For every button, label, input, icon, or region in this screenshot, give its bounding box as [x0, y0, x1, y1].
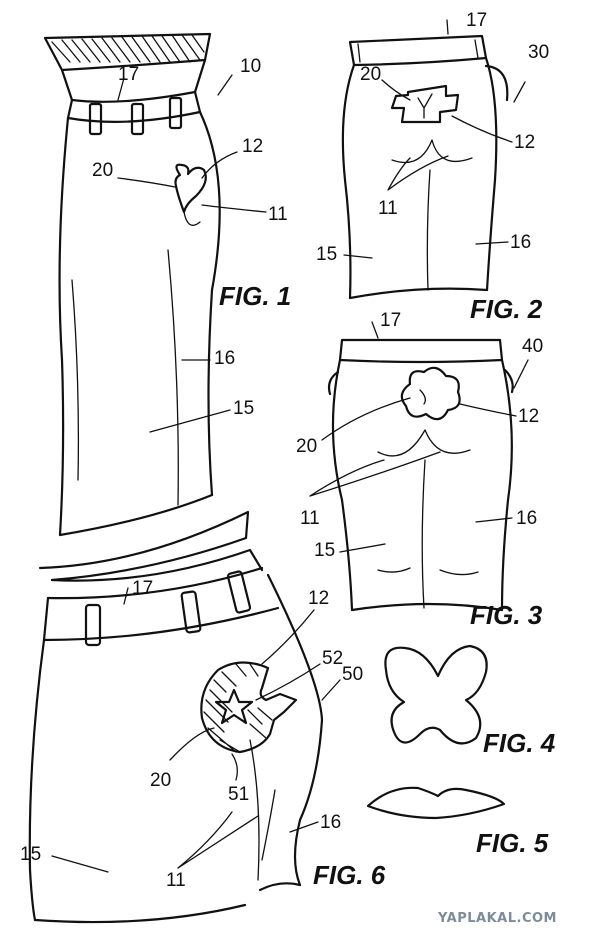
fig3-label-12: 12 [518, 406, 539, 427]
lips-pocket-shape [366, 786, 506, 820]
fig6-leader-20 [169, 727, 215, 761]
fig6-leader-50 [321, 679, 341, 701]
fig1-leader-10 [217, 74, 233, 96]
fig1-label-16: 16 [214, 348, 235, 369]
fig3-label-17: 17 [380, 310, 401, 331]
fig6-label-52: 52 [322, 648, 343, 669]
figure-6: 17 12 52 50 20 51 11 16 15 FIG. 6 [20, 510, 386, 924]
figure-3-skirt-drawing [327, 338, 514, 612]
fig2-label-17: 17 [466, 10, 487, 31]
fig1-caption: FIG. 1 [219, 281, 291, 311]
fig6-label-17: 17 [132, 578, 153, 599]
fig6-leader-15 [51, 855, 109, 873]
fig6-caption: FIG. 6 [313, 860, 386, 890]
figure-6-pants-drawing [28, 510, 324, 924]
fig6-label-15: 15 [20, 844, 41, 865]
fig3-leader-11 [309, 451, 441, 497]
fig1-label-17: 17 [118, 64, 139, 85]
figure-2: 17 30 20 12 11 15 16 FIG. 2 [316, 10, 549, 324]
figure-3: 17 40 12 20 11 15 16 FIG. 3 [296, 310, 543, 630]
fig2-leader-30 [513, 81, 526, 103]
fig1-label-20: 20 [92, 160, 113, 181]
fig2-leader-12 [451, 115, 513, 143]
fig2-leader-20 [381, 79, 411, 101]
fig2-leader-16 [475, 241, 509, 245]
fig2-label-20: 20 [360, 64, 381, 85]
fig3-leader-12 [459, 403, 517, 417]
fig3-leader-16 [475, 517, 513, 523]
fig2-leader-17 [446, 19, 449, 35]
fig1-leader-12 [201, 151, 238, 179]
figure-4: FIG. 4 [384, 644, 556, 758]
fig6-label-50: 50 [342, 664, 363, 685]
fig1-leader-17 [117, 77, 125, 101]
fig6-leader-52 [255, 663, 321, 701]
watermark: YAPLAKAL.COM [437, 911, 557, 926]
fig3-label-15: 15 [314, 540, 335, 561]
fig2-label-11: 11 [378, 198, 398, 219]
fig3-label-40: 40 [522, 336, 543, 357]
fig2-label-15: 15 [316, 244, 337, 265]
fig6-label-16: 16 [320, 812, 341, 833]
fig2-label-30: 30 [528, 42, 549, 63]
fig2-leader-11 [387, 155, 449, 191]
fig1-label-10: 10 [240, 56, 261, 77]
fig6-leader-51 [231, 753, 238, 781]
fig3-leader-17 [371, 321, 379, 339]
fig6-leader-17 [123, 587, 129, 605]
fig3-leader-15 [339, 543, 386, 553]
fig4-caption: FIG. 4 [483, 728, 556, 758]
fig3-leader-40 [513, 359, 529, 389]
fig1-label-12: 12 [242, 136, 263, 157]
fig1-label-11: 11 [268, 204, 288, 225]
figure-1-skirt-drawing [43, 32, 221, 537]
fig2-label-12: 12 [514, 132, 535, 153]
fig2-leader-15 [343, 254, 373, 259]
fig6-leader-12 [261, 609, 315, 665]
figure-5: FIG. 5 [366, 786, 549, 858]
fig1-leader-11 [201, 204, 267, 213]
fig3-caption: FIG. 3 [470, 600, 543, 630]
fig2-label-16: 16 [510, 232, 531, 253]
fig1-label-15: 15 [233, 398, 254, 419]
fig1-leader-15 [149, 409, 231, 433]
fig3-label-11: 11 [300, 508, 320, 529]
fig2-caption: FIG. 2 [470, 294, 543, 324]
fig6-label-12: 12 [308, 588, 329, 609]
fig5-caption: FIG. 5 [476, 828, 549, 858]
fig6-leader-16 [289, 821, 319, 833]
figure-1: 17 10 12 20 11 16 15 FIG. 1 [43, 32, 291, 537]
fig3-label-20: 20 [296, 436, 317, 457]
fig3-leader-20 [321, 397, 411, 441]
fig3-label-16: 16 [516, 508, 537, 529]
fig6-label-20: 20 [150, 770, 171, 791]
fig6-label-51: 51 [228, 784, 249, 805]
star-pocket [200, 661, 298, 754]
fig6-leader-11 [177, 811, 259, 869]
figure-2-skirt-drawing [341, 34, 509, 300]
butterfly-pocket-shape [384, 644, 488, 745]
fig1-leader-20 [117, 177, 176, 188]
fig6-label-11: 11 [166, 870, 186, 891]
